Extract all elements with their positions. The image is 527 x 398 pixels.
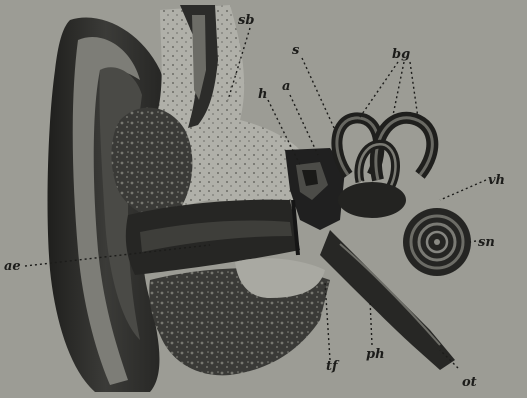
label-h: h — [258, 88, 267, 101]
label-sb: sb — [238, 14, 254, 27]
label-tf: tf — [326, 360, 338, 373]
label-vh: vh — [488, 174, 505, 187]
label-ph: ph — [366, 348, 385, 361]
label-bg: bg — [392, 48, 410, 61]
label-a: a — [282, 80, 290, 93]
vestibule — [338, 182, 406, 218]
label-sn: sn — [478, 236, 495, 249]
label-ot: ot — [462, 376, 477, 389]
label-s: s — [292, 44, 299, 57]
label-ae: ae — [4, 260, 21, 273]
